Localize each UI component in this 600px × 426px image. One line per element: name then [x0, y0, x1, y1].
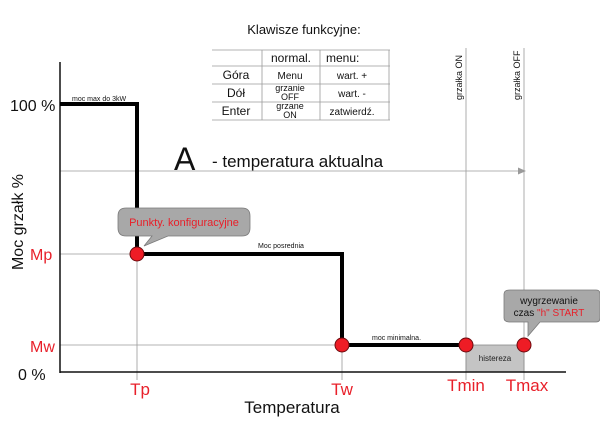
histereza-box [465, 344, 525, 373]
key-enter-menu: zatwierdź. [329, 107, 374, 118]
x-tick-tw: Tw [331, 380, 353, 399]
key-gora: Góra [223, 68, 250, 82]
key-gora-menu: wart. + [336, 71, 367, 82]
config-callout-text: Punkty. konfiguracyjne [129, 217, 239, 229]
y-tick-100: 100 % [10, 98, 55, 115]
point-tw-mw [334, 337, 350, 353]
histereza-label: histereza [479, 354, 512, 363]
key-enter: Enter [222, 104, 251, 118]
key-gora-normal: Menu [277, 71, 302, 82]
moc-max-label: moc max do 3kW [72, 96, 126, 103]
x-axis-title: Temperatura [244, 398, 340, 417]
key-enter-normal-1: grzane [276, 101, 304, 111]
point-tmin [458, 337, 474, 353]
grid-lines [60, 48, 525, 380]
key-dol: Dół [227, 86, 245, 100]
key-dol-normal-2: OFF [281, 92, 299, 102]
x-tick-tmax: Tmax [506, 376, 549, 395]
key-dol-menu: wart. - [337, 89, 366, 100]
y-tick-mw: Mw [30, 339, 55, 356]
a-description: - temperatura aktualna [212, 152, 384, 171]
keys-col-menu: menu: [326, 51, 359, 65]
grzalka-off-label: grzałka OFF [512, 50, 522, 100]
point-tmax [516, 337, 532, 353]
x-tick-tmin: Tmin [447, 376, 485, 395]
a-symbol: A [174, 141, 196, 177]
key-dol-normal-1: grzanie [275, 83, 305, 93]
y-tick-zero: 0 % [18, 367, 46, 384]
power-curve [60, 102, 466, 347]
keys-table [212, 49, 390, 121]
wygrzewanie-line1: wygrzewanie [519, 296, 578, 307]
keys-col-normal: normal. [271, 51, 311, 65]
keys-table-title: Klawisze funkcyjne: [247, 22, 360, 37]
y-axis-title: Moc grzałk % [10, 174, 27, 270]
y-tick-mp: Mp [30, 247, 52, 264]
moc-minimalna-label: moc minimalna. [372, 335, 421, 342]
moc-posrednia-label: Moc posrednia [258, 243, 304, 250]
grzalka-on-label: grzałka ON [454, 55, 464, 100]
config-callout [117, 207, 251, 247]
config-points [129, 246, 532, 353]
wygrzewanie-line2: czas "h" START [514, 308, 585, 319]
key-enter-normal-2: ON [283, 110, 297, 120]
x-tick-tp: Tp [130, 380, 150, 399]
point-tp-mp [129, 246, 145, 262]
